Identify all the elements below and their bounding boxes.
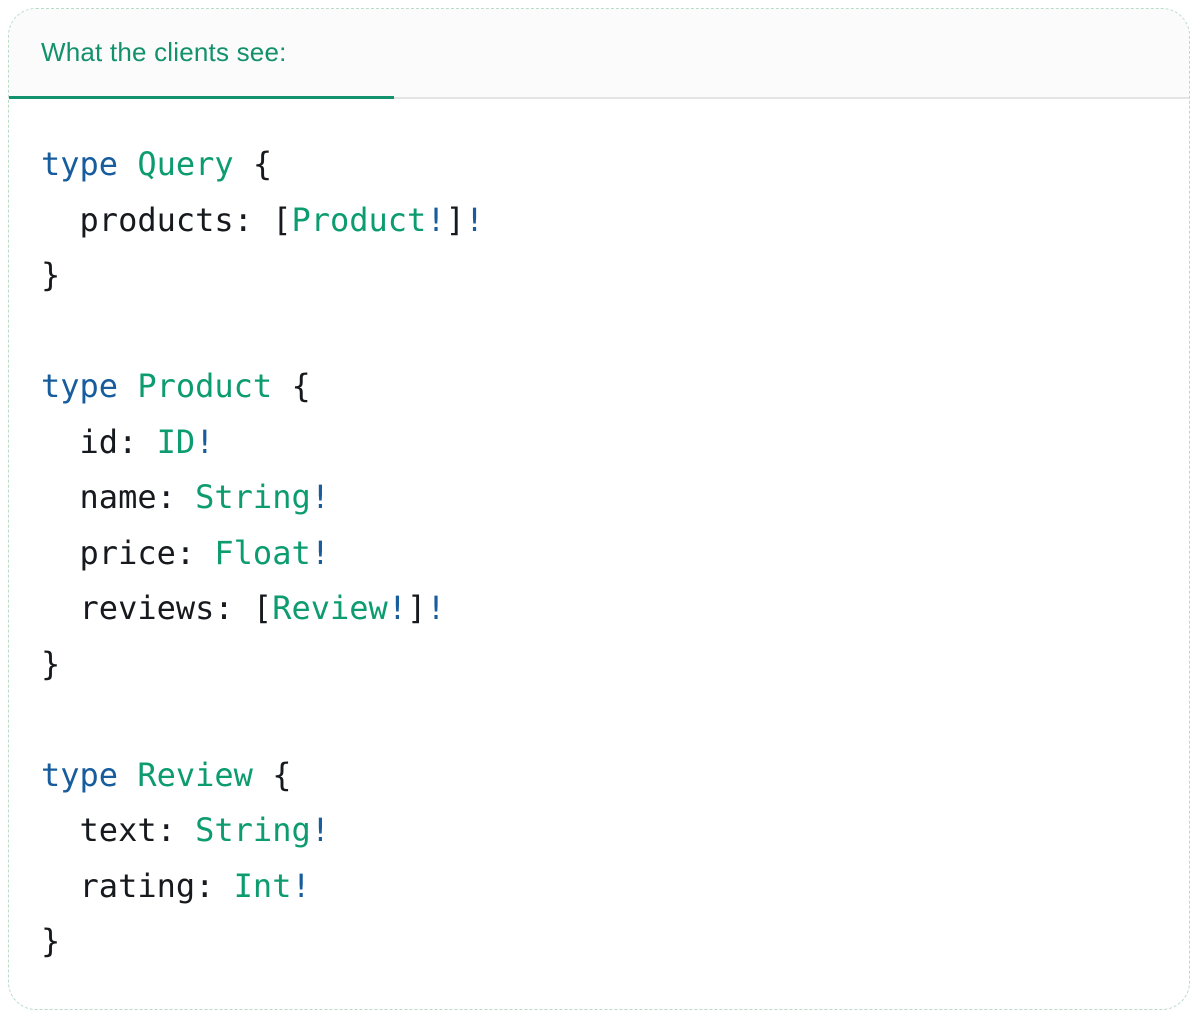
tab-what-clients-see[interactable]: What the clients see: xyxy=(9,9,394,99)
code-token: ! xyxy=(426,200,446,239)
code-line: type Review { xyxy=(41,748,1157,804)
code-token: text: xyxy=(41,811,196,849)
code-line: products: [Product!]! xyxy=(41,193,1157,249)
code-line: name: String! xyxy=(41,470,1157,526)
code-token: products: [ xyxy=(41,200,292,239)
code-token: Review xyxy=(272,589,388,627)
code-token: price: xyxy=(41,533,215,572)
code-token: ] xyxy=(407,589,427,627)
code-token: Int xyxy=(233,866,292,905)
code-token xyxy=(118,367,137,405)
code-token: String xyxy=(195,478,311,516)
code-token: ! xyxy=(310,478,330,516)
code-line: type Product { xyxy=(41,359,1157,415)
code-token: Review xyxy=(137,755,253,794)
code-token: String xyxy=(195,811,311,849)
code-token: { xyxy=(272,367,311,405)
code-panel: What the clients see: type Query { produ… xyxy=(8,8,1190,1010)
code-token xyxy=(118,756,137,794)
code-token: type xyxy=(41,145,119,183)
code-line: } xyxy=(41,248,1157,304)
code-token: type xyxy=(41,755,119,794)
code-token: type xyxy=(41,367,119,405)
code-line: id: ID! xyxy=(41,415,1157,471)
code-token: Product xyxy=(291,200,427,239)
code-token: Product xyxy=(137,367,273,405)
code-token: { xyxy=(233,145,273,183)
code-line xyxy=(41,692,1157,748)
code-line xyxy=(41,304,1157,360)
code-line: price: Float! xyxy=(41,526,1157,582)
code-token: ! xyxy=(310,811,330,849)
code-token: ID xyxy=(156,422,196,461)
code-token: id: xyxy=(41,422,157,461)
tab-label: What the clients see: xyxy=(41,37,287,67)
code-token: Float xyxy=(214,533,311,572)
code-token: reviews: [ xyxy=(41,589,273,627)
code-token: Query xyxy=(137,145,234,183)
code-token xyxy=(118,145,137,183)
code-line: text: String! xyxy=(41,803,1157,859)
code-token: name: xyxy=(41,478,196,516)
code-token: ! xyxy=(464,200,485,239)
code-token: } xyxy=(41,644,61,683)
code-token: ! xyxy=(195,422,215,461)
code-token: ! xyxy=(387,589,408,627)
code-token: } xyxy=(41,256,61,294)
code-line: } xyxy=(41,637,1157,693)
code-token: rating: xyxy=(41,866,234,905)
code-token: ! xyxy=(310,533,330,572)
code-line: reviews: [Review!]! xyxy=(41,581,1157,637)
code-token: ! xyxy=(291,866,311,905)
code-token: { xyxy=(252,755,292,794)
code-token: } xyxy=(41,922,61,960)
code-token: ! xyxy=(426,589,446,627)
tab-bar: What the clients see: xyxy=(9,9,1189,99)
code-line: rating: Int! xyxy=(41,859,1157,915)
code-line: } xyxy=(41,914,1157,970)
code-line: type Query { xyxy=(41,137,1157,193)
code-token: ] xyxy=(445,200,465,239)
code-block: type Query { products: [Product!]!} type… xyxy=(9,99,1189,970)
